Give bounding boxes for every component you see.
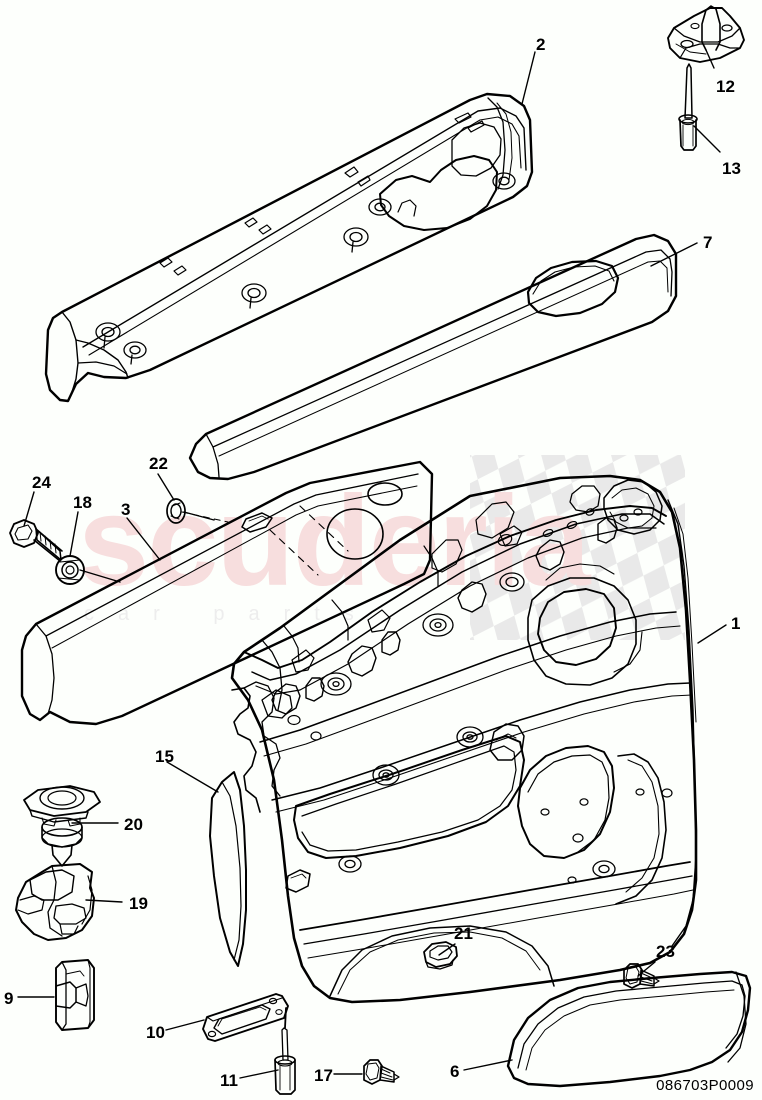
diagram-part-number: 086703P0009 xyxy=(656,1077,754,1094)
watermark-brand: scuderia xyxy=(78,470,591,613)
part-15-side-flap xyxy=(209,771,311,967)
part-10-mounting-plate xyxy=(202,993,289,1042)
callout-label-9: 9 xyxy=(4,989,14,1008)
part-7-lower-trim-strip xyxy=(188,233,678,481)
callout-label-7: 7 xyxy=(703,233,713,252)
callout-label-23: 23 xyxy=(656,942,675,961)
callout-label-13: 13 xyxy=(722,159,741,178)
part-17-tapping-screw xyxy=(363,1059,400,1085)
callout-label-17: 17 xyxy=(314,1066,333,1085)
part-6-armrest-trim xyxy=(506,970,752,1088)
callout-label-18: 18 xyxy=(73,493,92,512)
callout-label-24: 24 xyxy=(32,473,51,492)
part-13-expanding-rivet xyxy=(678,63,698,151)
part-9-metal-retainer-clip xyxy=(55,959,95,1031)
callout-label-10: 10 xyxy=(146,1023,165,1042)
callout-label-2: 2 xyxy=(536,35,546,54)
callout-label-20: 20 xyxy=(124,815,143,834)
part-20-push-pin-clip xyxy=(23,785,101,867)
callout-label-22: 22 xyxy=(149,454,168,473)
part-3-trim-insert-panel xyxy=(20,460,434,726)
part-12-mounting-bracket xyxy=(667,5,745,63)
part-22-grommet xyxy=(166,498,186,524)
part-24-screw xyxy=(9,519,63,562)
watermark-subtext: car parts xyxy=(84,603,378,625)
part-11-rivet-pin xyxy=(274,1007,296,1095)
technical-line-art xyxy=(9,5,752,1095)
callout-label-19: 19 xyxy=(129,894,148,913)
callout-label-21: 21 xyxy=(454,924,473,943)
part-21-cap-grommet xyxy=(423,941,458,970)
part-19-spring-clip xyxy=(15,863,95,941)
callout-label-1: 1 xyxy=(731,614,741,633)
callout-leader-lines xyxy=(17,49,727,1079)
part-23-tapping-screw xyxy=(623,963,660,989)
callout-label-6: 6 xyxy=(450,1062,460,1081)
part-2-upper-trim-panel xyxy=(44,92,534,403)
callout-label-12: 12 xyxy=(716,77,735,96)
callout-label-11: 11 xyxy=(220,1071,238,1090)
callout-label-15: 15 xyxy=(155,747,174,766)
part-1-door-carrier-module xyxy=(230,474,698,1004)
callout-label-3: 3 xyxy=(121,500,131,519)
